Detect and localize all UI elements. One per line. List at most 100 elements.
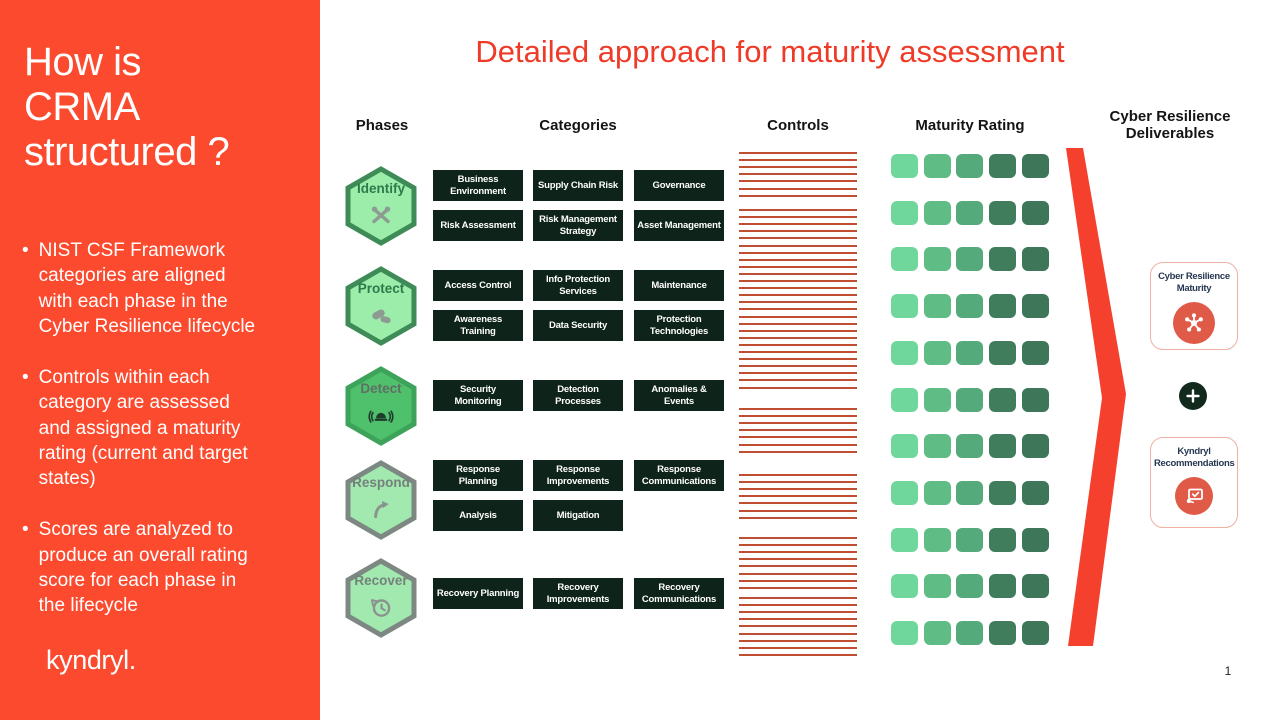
maturity-square — [924, 201, 951, 225]
maturity-square — [956, 388, 983, 412]
maturity-square — [924, 388, 951, 412]
controls-line — [739, 474, 857, 476]
maturity-square — [956, 434, 983, 458]
maturity-square — [924, 294, 951, 318]
category-box: Response Planning — [433, 460, 523, 491]
maturity-square — [989, 574, 1016, 598]
controls-line — [739, 272, 857, 275]
category-box: Governance — [634, 170, 724, 201]
phase-label: Respond — [352, 475, 410, 490]
maturity-square — [891, 294, 918, 318]
phase-hex-identify: Identify — [344, 166, 418, 246]
curved-arrow-icon — [368, 496, 394, 522]
maturity-square — [1022, 201, 1049, 225]
category-box: Risk Assessment — [433, 210, 523, 241]
controls-line — [739, 495, 857, 498]
card-title: Cyber Resilience Maturity — [1158, 271, 1230, 294]
controls-line — [739, 287, 857, 290]
controls-line — [739, 166, 857, 169]
maturity-square — [891, 388, 918, 412]
maturity-square — [891, 434, 918, 458]
maturity-square — [924, 574, 951, 598]
controls-line — [739, 379, 857, 382]
controls-line — [739, 386, 857, 389]
category-box: Awareness Training — [433, 310, 523, 341]
controls-line — [739, 516, 857, 519]
maturity-square — [956, 247, 983, 271]
controls-line — [739, 537, 857, 539]
controls-line — [739, 343, 857, 346]
controls-line — [739, 187, 857, 190]
controls-line — [739, 646, 857, 649]
controls-line — [739, 301, 857, 304]
controls-line — [739, 173, 857, 176]
maturity-square — [924, 434, 951, 458]
controls-line — [739, 509, 857, 512]
maturity-square — [989, 247, 1016, 271]
maturity-square — [989, 201, 1016, 225]
column-header-maturity-rating: Maturity Rating — [915, 117, 1025, 134]
maturity-square — [989, 294, 1016, 318]
controls-line — [739, 209, 857, 211]
bullet-list: NIST CSF Framework categories are aligne… — [22, 238, 306, 644]
maturity-square — [989, 621, 1016, 645]
controls-line — [739, 372, 857, 375]
maturity-square — [891, 574, 918, 598]
controls-line — [739, 488, 857, 491]
controls-line — [739, 586, 857, 589]
controls-line — [739, 230, 857, 233]
controls-line — [739, 315, 857, 318]
maturity-square — [924, 621, 951, 645]
category-box: Risk Management Strategy — [533, 210, 623, 241]
maturity-square — [956, 621, 983, 645]
phase-hex-detect: Detect — [344, 366, 418, 446]
controls-line — [739, 639, 857, 642]
maturity-square — [1022, 621, 1049, 645]
controls-line — [739, 329, 857, 332]
controls-line — [739, 336, 857, 339]
card-title: Kyndryl Recommendations — [1154, 446, 1235, 469]
maturity-square — [1022, 341, 1049, 365]
controls-line — [739, 422, 857, 425]
controls-line — [739, 258, 857, 261]
controls-line — [739, 159, 857, 162]
page-title: Detailed approach for maturity assessmen… — [475, 34, 1065, 69]
maturity-square — [956, 481, 983, 505]
category-box: Response Communications — [634, 460, 724, 491]
tools-icon — [368, 202, 394, 228]
category-box: Recovery Planning — [433, 578, 523, 609]
controls-line — [739, 408, 857, 410]
phase-label: Protect — [357, 281, 405, 296]
controls-line — [739, 544, 857, 547]
deliverable-card-recommendations: Kyndryl Recommendations — [1150, 437, 1238, 528]
controls-line — [739, 265, 857, 268]
maturity-square — [989, 154, 1016, 178]
maturity-square — [1022, 481, 1049, 505]
phase-label: Detect — [360, 381, 402, 396]
deliverable-card-maturity: Cyber Resilience Maturity — [1150, 262, 1238, 350]
maturity-square — [1022, 528, 1049, 552]
maturity-square — [891, 481, 918, 505]
maturity-square — [956, 528, 983, 552]
controls-line — [739, 280, 857, 282]
maturity-square — [891, 154, 918, 178]
controls-line — [739, 597, 857, 599]
phase-hex-recover: Recover — [344, 558, 418, 638]
bullet-item: Scores are analyzed to produce an overal… — [22, 517, 306, 618]
category-box: Recovery Improvements — [533, 578, 623, 609]
category-box: Business Environment — [433, 170, 523, 201]
controls-line — [739, 152, 857, 154]
maturity-square — [989, 388, 1016, 412]
column-header-deliverables: Cyber Resilience Deliverables — [1109, 108, 1231, 143]
phase-hex-respond: Respond — [344, 460, 418, 540]
maturity-square — [924, 154, 951, 178]
history-clock-icon — [368, 594, 394, 620]
controls-line — [739, 180, 857, 183]
controls-line — [739, 572, 857, 575]
maturity-square — [891, 528, 918, 552]
category-box: Security Monitoring — [433, 380, 523, 411]
category-box: Analysis — [433, 500, 523, 531]
maturity-square — [989, 481, 1016, 505]
controls-line — [739, 415, 857, 418]
